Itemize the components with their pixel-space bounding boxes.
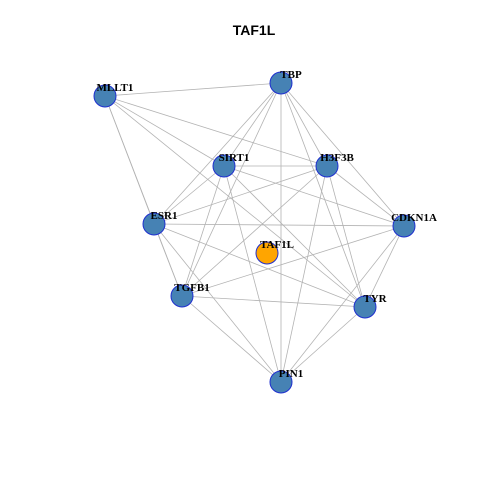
edge-h3f3b-tyr bbox=[326, 165, 366, 308]
node-pin1[interactable] bbox=[269, 370, 293, 394]
node-label-cdkn1a: CDKN1A bbox=[391, 212, 437, 224]
node-label-esr1: ESR1 bbox=[151, 210, 178, 222]
node-label-pin1: PIN1 bbox=[279, 368, 303, 380]
node-mllt1[interactable] bbox=[93, 84, 117, 108]
node-label-mllt1: MLLT1 bbox=[97, 82, 134, 94]
edge-tyr-pin1 bbox=[280, 306, 366, 383]
edge-cdkn1a-tyr bbox=[364, 225, 405, 308]
node-tbp[interactable] bbox=[269, 71, 293, 95]
edge-sirt1-cdkn1a bbox=[223, 165, 405, 227]
edge-sirt1-tyr bbox=[223, 165, 366, 308]
edge-h3f3b-pin1 bbox=[280, 165, 328, 383]
diagram-title: TAF1L bbox=[233, 22, 276, 38]
edge-esr1-tyr bbox=[153, 223, 366, 308]
node-h3f3b[interactable] bbox=[315, 154, 339, 178]
node-label-taf1l: TAF1L bbox=[260, 239, 294, 251]
edge-mllt1-h3f3b bbox=[104, 95, 328, 167]
node-label-sirt1: SIRT1 bbox=[219, 152, 250, 164]
edge-h3f3b-esr1 bbox=[153, 165, 328, 225]
edge-sirt1-esr1 bbox=[153, 165, 225, 225]
edge-h3f3b-cdkn1a bbox=[326, 165, 405, 227]
edge-tgfb1-tyr bbox=[181, 295, 366, 308]
node-sirt1[interactable] bbox=[212, 154, 236, 178]
node-label-tyr: TYR bbox=[363, 293, 387, 305]
node-label-tgfb1: TGFB1 bbox=[174, 282, 209, 294]
node-cdkn1a[interactable] bbox=[392, 214, 416, 238]
edge-cdkn1a-pin1 bbox=[280, 225, 405, 383]
edge-tbp-sirt1 bbox=[223, 82, 282, 167]
edge-tbp-tyr bbox=[280, 82, 366, 308]
edges-layer bbox=[104, 82, 405, 383]
node-tgfb1[interactable] bbox=[170, 284, 194, 308]
edge-mllt1-tyr bbox=[104, 95, 366, 308]
edge-cdkn1a-tgfb1 bbox=[181, 225, 405, 297]
edge-mllt1-sirt1 bbox=[104, 95, 225, 167]
node-taf1l[interactable] bbox=[255, 241, 279, 265]
edge-tbp-esr1 bbox=[153, 82, 282, 225]
edge-sirt1-tgfb1 bbox=[181, 165, 225, 297]
node-label-h3f3b: H3F3B bbox=[320, 152, 354, 164]
node-esr1[interactable] bbox=[142, 212, 166, 236]
node-label-tbp: TBP bbox=[280, 69, 302, 81]
edge-tbp-tgfb1 bbox=[181, 82, 282, 297]
node-tyr[interactable] bbox=[353, 295, 377, 319]
edge-esr1-tgfb1 bbox=[153, 223, 183, 297]
nodes-layer bbox=[93, 71, 416, 394]
edge-mllt1-tbp bbox=[104, 82, 282, 97]
edge-tgfb1-pin1 bbox=[181, 295, 282, 383]
edge-esr1-cdkn1a bbox=[153, 223, 405, 227]
edge-tbp-cdkn1a bbox=[280, 82, 405, 227]
edge-tbp-h3f3b bbox=[280, 82, 328, 167]
edge-h3f3b-tgfb1 bbox=[181, 165, 328, 297]
edge-esr1-pin1 bbox=[153, 223, 282, 383]
